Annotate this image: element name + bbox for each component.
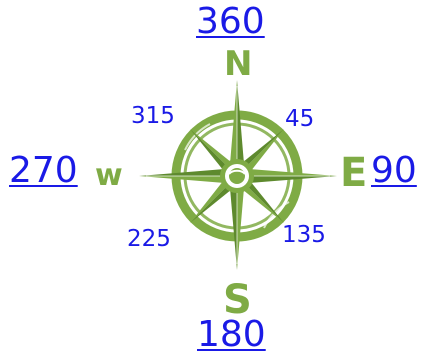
- heading-link-west[interactable]: 270: [9, 153, 78, 189]
- heading-link-east[interactable]: 90: [371, 153, 417, 189]
- degree-label-northeast: 45: [285, 108, 314, 131]
- degree-label-southeast: 135: [282, 224, 326, 247]
- degree-label-southwest: 225: [127, 228, 171, 251]
- west-letter: W: [95, 161, 123, 191]
- compass-center-hub: [220, 159, 254, 193]
- heading-link-north[interactable]: 360: [196, 4, 265, 40]
- heading-link-south[interactable]: 180: [197, 317, 266, 353]
- east-letter: E: [340, 153, 367, 193]
- north-letter: N: [224, 47, 252, 81]
- degree-label-northwest: 315: [131, 105, 175, 128]
